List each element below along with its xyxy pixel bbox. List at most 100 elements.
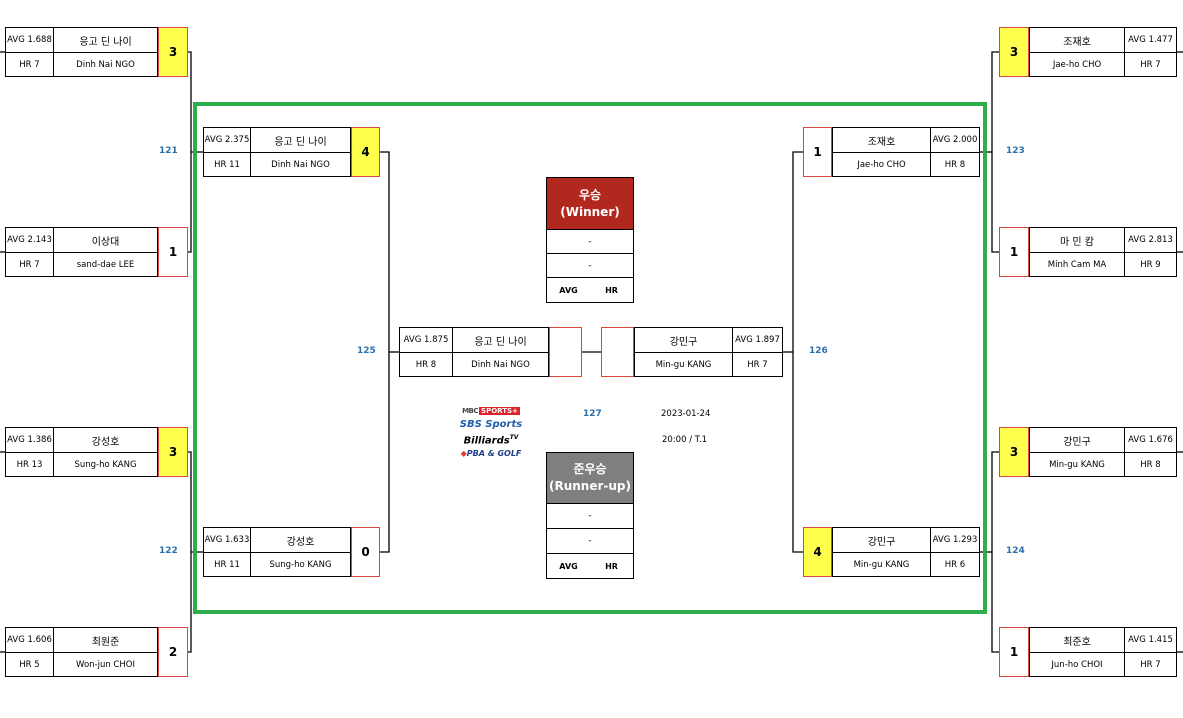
- billiards-tv-logo: BilliardsTV: [463, 434, 519, 447]
- player-avg: AVG 1.897: [732, 327, 783, 353]
- player-box-r1-right-3[interactable]: 3 강민구 AVG 1.676 Min-gu KANG HR 8: [999, 427, 1182, 477]
- player-name-korean: 응고 딘 나이: [452, 327, 549, 353]
- player-name-english: Dinh Nai NGO: [250, 152, 351, 177]
- runner-up-header: 준우승 (Runner-up): [547, 453, 633, 504]
- runner-up-name-english: -: [547, 529, 633, 554]
- player-avg: AVG 1.633: [203, 527, 251, 553]
- sbs-sports-logo: SBS Sports: [459, 419, 523, 430]
- player-box-final-right[interactable]: 강민구 AVG 1.897 Min-gu KANG HR 7: [601, 327, 784, 377]
- player-hr: HR 7: [1124, 52, 1177, 77]
- player-hr: HR 8: [930, 152, 980, 177]
- player-name-english: Sung-ho KANG: [53, 452, 158, 477]
- winner-footer: AVG HR: [547, 278, 633, 302]
- match-number-123: 123: [1006, 146, 1025, 156]
- player-hr: HR 6: [930, 552, 980, 577]
- player-hr: HR 7: [5, 252, 54, 277]
- match-time-table: 20:00 / T.1: [662, 435, 708, 445]
- player-name-korean: 최준호: [1029, 627, 1125, 653]
- player-box-r1-right-2[interactable]: 1 마 민 캄 AVG 2.813 Minh Cam MA HR 9: [999, 227, 1182, 277]
- player-hr: HR 9: [1124, 252, 1177, 277]
- runner-up-box: 준우승 (Runner-up) - - AVG HR: [546, 452, 634, 579]
- player-name-korean: 조재호: [832, 127, 931, 153]
- player-score: 4: [803, 527, 832, 577]
- player-avg: AVG 1.386: [5, 427, 54, 453]
- player-name-korean: 강민구: [634, 327, 733, 353]
- match-number-122: 122: [159, 546, 178, 556]
- player-avg: AVG 1.606: [5, 627, 54, 653]
- player-score: [601, 327, 634, 377]
- winner-name-english: -: [547, 254, 633, 278]
- player-score: 1: [999, 227, 1029, 277]
- player-name-english: Jae-ho CHO: [1029, 52, 1125, 77]
- player-name-english: Min-gu KANG: [832, 552, 931, 577]
- player-hr: HR 11: [203, 552, 251, 577]
- runner-up-subtitle: (Runner-up): [548, 479, 631, 493]
- player-hr: HR 8: [1124, 452, 1177, 477]
- player-score: 3: [999, 27, 1029, 77]
- player-avg: AVG 2.813: [1124, 227, 1177, 253]
- player-box-r2-left-1[interactable]: AVG 2.375 응고 딘 나이 HR 11 Dinh Nai NGO 4: [203, 127, 380, 177]
- player-avg: AVG 1.415: [1124, 627, 1177, 653]
- player-avg: AVG 2.000: [930, 127, 980, 153]
- player-avg: AVG 2.143: [5, 227, 54, 253]
- player-score: 1: [999, 627, 1029, 677]
- player-hr: HR 13: [5, 452, 54, 477]
- player-box-final-left[interactable]: AVG 1.875 응고 딘 나이 HR 8 Dinh Nai NGO: [399, 327, 582, 377]
- player-score: 1: [803, 127, 832, 177]
- player-name-korean: 마 민 캄: [1029, 227, 1125, 253]
- player-box-r1-right-1[interactable]: 3 조재호 AVG 1.477 Jae-ho CHO HR 7: [999, 27, 1182, 77]
- player-box-r2-left-2[interactable]: AVG 1.633 강성호 HR 11 Sung-ho KANG 0: [203, 527, 380, 577]
- player-name-english: Dinh Nai NGO: [53, 52, 158, 77]
- player-score: 3: [158, 427, 188, 477]
- match-date: 2023-01-24: [661, 409, 711, 419]
- player-box-r1-left-4[interactable]: AVG 1.606 최원준 HR 5 Won-jun CHOI 2: [5, 627, 188, 677]
- player-box-r1-right-4[interactable]: 1 최준호 AVG 1.415 Jun-ho CHOI HR 7: [999, 627, 1182, 677]
- player-box-r2-right-1[interactable]: 1 조재호 AVG 2.000 Jae-ho CHO HR 8: [803, 127, 980, 177]
- player-name-korean: 조재호: [1029, 27, 1125, 53]
- player-hr: HR 7: [5, 52, 54, 77]
- player-name-english: Dinh Nai NGO: [452, 352, 549, 377]
- player-name-korean: 응고 딘 나이: [53, 27, 158, 53]
- player-score: [549, 327, 582, 377]
- player-name-english: Won-jun CHOI: [53, 652, 158, 677]
- player-score: 2: [158, 627, 188, 677]
- runner-up-name-korean: -: [547, 504, 633, 529]
- player-name-korean: 강민구: [832, 527, 931, 553]
- winner-header: 우승 (Winner): [547, 178, 633, 230]
- match-number-126: 126: [809, 346, 828, 356]
- player-name-english: Jun-ho CHOI: [1029, 652, 1125, 677]
- match-number-125: 125: [357, 346, 376, 356]
- player-avg: AVG 1.875: [399, 327, 453, 353]
- player-box-r1-left-3[interactable]: AVG 1.386 강성호 HR 13 Sung-ho KANG 3: [5, 427, 188, 477]
- player-box-r2-right-2[interactable]: 4 강민구 AVG 1.293 Min-gu KANG HR 6: [803, 527, 980, 577]
- match-number-127: 127: [583, 409, 602, 419]
- runner-up-footer: AVG HR: [547, 554, 633, 578]
- player-name-korean: 강성호: [53, 427, 158, 453]
- winner-name-korean: -: [547, 230, 633, 254]
- match-number-121: 121: [159, 146, 178, 156]
- runner-up-title: 준우승: [573, 462, 607, 476]
- winner-title: 우승: [578, 187, 602, 202]
- player-name-korean: 이상대: [53, 227, 158, 253]
- player-score: 3: [999, 427, 1029, 477]
- player-name-english: sand-dae LEE: [53, 252, 158, 277]
- winner-subtitle: (Winner): [560, 204, 620, 219]
- runner-up-avg-label: AVG: [559, 561, 578, 571]
- player-hr: HR 11: [203, 152, 251, 177]
- semifinal-frame: [193, 102, 987, 614]
- player-hr: HR 8: [399, 352, 453, 377]
- player-box-r1-left-1[interactable]: AVG 1.688 응고 딘 나이 HR 7 Dinh Nai NGO 3: [5, 27, 188, 77]
- player-avg: AVG 1.293: [930, 527, 980, 553]
- player-box-r1-left-2[interactable]: AVG 2.143 이상대 HR 7 sand-dae LEE 1: [5, 227, 188, 277]
- player-score: 4: [351, 127, 380, 177]
- player-name-english: Min-gu KANG: [1029, 452, 1125, 477]
- player-score: 0: [351, 527, 380, 577]
- winner-hr-label: HR: [605, 285, 618, 295]
- player-score: 3: [158, 27, 188, 77]
- player-avg: AVG 1.676: [1124, 427, 1177, 453]
- player-name-korean: 응고 딘 나이: [250, 127, 351, 153]
- player-hr: HR 5: [5, 652, 54, 677]
- player-avg: AVG 1.688: [5, 27, 54, 53]
